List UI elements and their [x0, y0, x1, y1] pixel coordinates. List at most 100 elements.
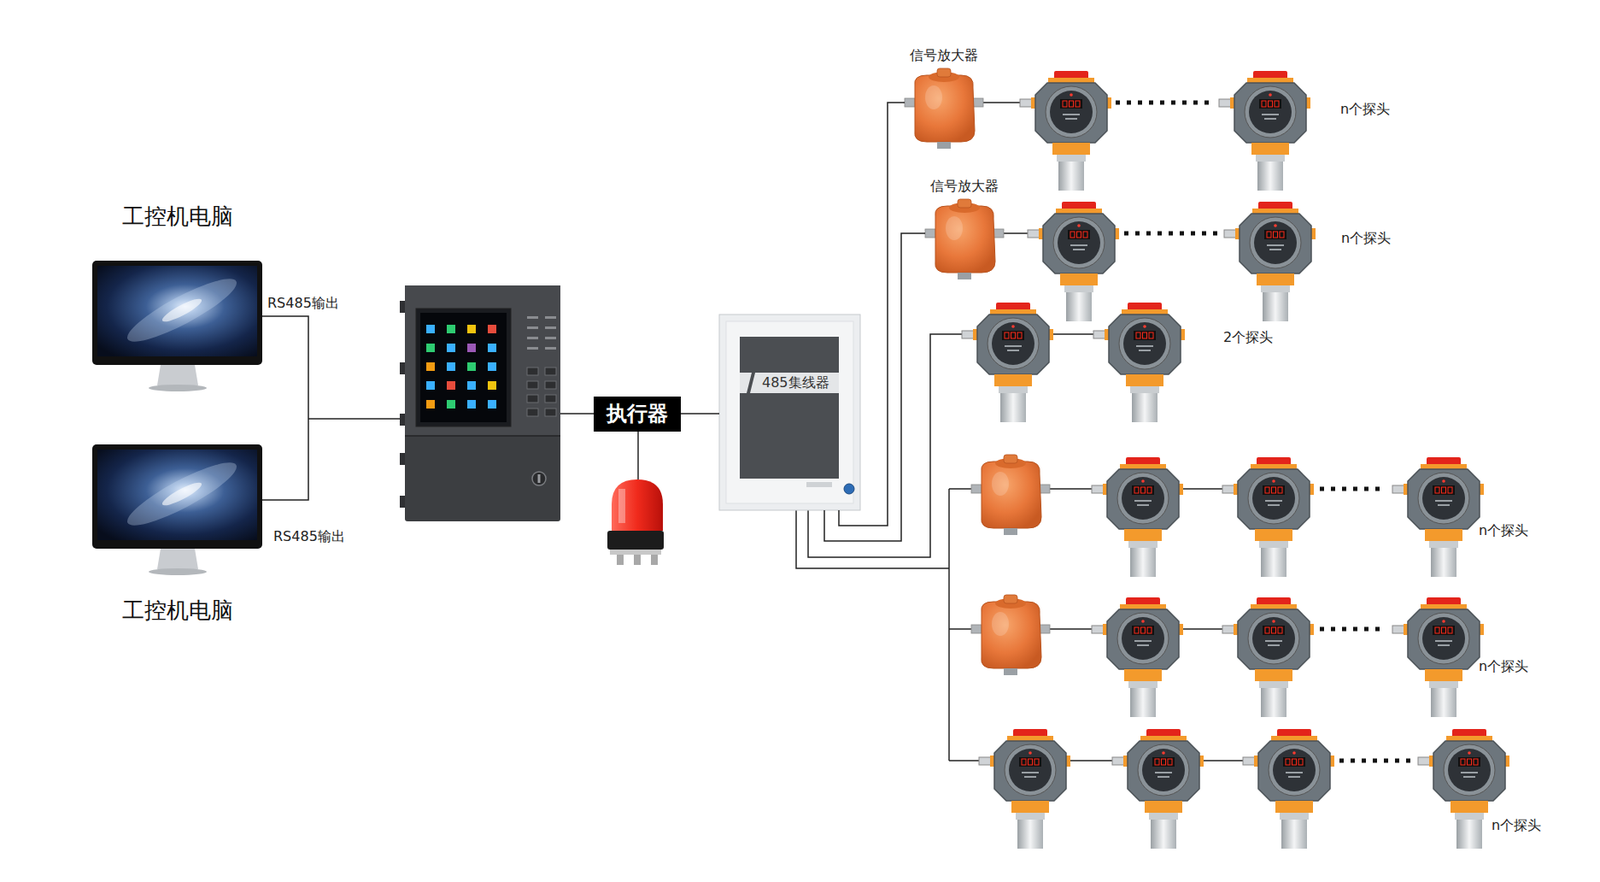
controller-cabinet	[527, 408, 539, 417]
wire	[983, 101, 1020, 104]
controller-cabinet	[467, 362, 476, 371]
hub-cabinet	[726, 321, 854, 504]
wire	[560, 412, 594, 415]
hub-cabinet	[739, 336, 839, 373]
executor-box: 执行器	[593, 396, 681, 432]
controller-cabinet	[545, 394, 557, 403]
controller-cabinet	[487, 380, 497, 390]
detector-illustration	[1093, 302, 1185, 422]
wire	[796, 509, 950, 569]
controller-cabinet	[545, 326, 557, 329]
controller-cabinet	[399, 285, 561, 522]
controller-cabinet	[467, 324, 476, 334]
amplifier-illustration	[971, 594, 1050, 675]
controller-cabinet	[426, 324, 435, 334]
controller-cabinet	[446, 362, 456, 371]
controller-cabinet	[399, 495, 405, 508]
hub-cabinet	[719, 314, 861, 510]
hub-cabinet	[746, 372, 756, 393]
wire	[262, 102, 1243, 761]
hub-cabinet	[719, 314, 861, 510]
controller-cabinet	[426, 399, 435, 409]
controller-cabinet	[532, 471, 546, 486]
detector-illustration	[1242, 728, 1335, 849]
controller-cabinet	[545, 380, 557, 389]
wire	[1203, 759, 1243, 762]
wire	[1070, 759, 1113, 762]
controller-cabinet	[487, 343, 497, 352]
controller-cabinet	[446, 343, 456, 352]
alarm-light	[611, 479, 663, 531]
wire	[1049, 487, 1092, 490]
monitor-illustration	[92, 444, 263, 575]
detector-illustration	[1222, 597, 1314, 717]
amplifier-illustration	[904, 68, 984, 149]
ellipsis-dots	[1339, 758, 1412, 763]
node-text: 485集线器	[761, 374, 830, 392]
connector	[824, 233, 926, 541]
node-text: 执行器	[606, 403, 669, 425]
detector-illustration	[1224, 201, 1316, 322]
spacer	[925, 194, 1004, 277]
wire	[1183, 627, 1223, 630]
wire	[948, 488, 950, 761]
controller-cabinet	[527, 367, 539, 376]
controller-cabinet	[545, 367, 557, 376]
ellipsis-dots	[1115, 100, 1214, 106]
hub-cabinet	[806, 481, 833, 487]
detector-illustration	[1112, 728, 1204, 849]
detector-illustration	[1392, 457, 1484, 577]
controller-cabinet	[527, 394, 539, 403]
hub-cabinet	[843, 483, 855, 494]
controller-cabinet	[527, 336, 539, 340]
detector-illustration	[1027, 201, 1120, 322]
controller-cabinet	[446, 399, 456, 409]
controller-cabinet	[416, 308, 511, 427]
detector-illustration	[1019, 70, 1112, 191]
wire	[637, 430, 639, 480]
controller-cabinet	[467, 399, 476, 409]
ellipsis-dots	[1124, 231, 1219, 236]
ellipsis-dots	[1319, 627, 1386, 632]
controller-cabinet	[487, 399, 497, 409]
controller-cabinet	[426, 362, 435, 371]
hub-cabinet	[739, 392, 839, 479]
hub-box: 485集线器	[719, 314, 861, 510]
probe-count-label: 2个探头	[1223, 328, 1273, 346]
controller-cabinet	[446, 380, 456, 390]
controller-cabinet	[545, 316, 557, 319]
detector-illustration	[961, 70, 1510, 849]
detector-illustration	[1091, 457, 1184, 577]
detector-illustration	[1219, 70, 1311, 191]
controller-cabinet	[404, 285, 561, 522]
controller-cabinet	[545, 346, 557, 350]
node-text: 信号放大器	[930, 177, 999, 195]
alarm-light	[607, 479, 664, 565]
amplifier-node: 信号放大器	[925, 177, 1004, 277]
controller-cabinet	[467, 343, 476, 352]
monitor-illustration	[92, 260, 263, 392]
controller-cabinet	[527, 316, 539, 319]
detector-illustration	[978, 728, 1071, 849]
wire	[308, 417, 405, 420]
node-text: 信号放大器	[909, 46, 979, 65]
amplifier-illustration	[925, 199, 1004, 280]
controller-cabinet	[545, 408, 557, 417]
signal-label: RS485输出	[267, 294, 340, 312]
controller-cabinet	[426, 343, 435, 352]
spacer	[904, 64, 984, 147]
amplifier-node: 信号放大器	[904, 46, 984, 147]
spacer	[92, 444, 263, 598]
monitor-illustration	[92, 260, 263, 575]
controller-cabinet	[487, 362, 497, 371]
signal-label: RS485输出	[273, 527, 346, 546]
alarm-light	[650, 554, 658, 565]
wire	[949, 759, 979, 762]
wire	[262, 316, 309, 500]
alarm-light	[607, 530, 664, 550]
controller-cabinet	[545, 336, 557, 340]
node-text: 工控机电脑	[92, 597, 263, 623]
controller-cabinet	[399, 300, 405, 313]
